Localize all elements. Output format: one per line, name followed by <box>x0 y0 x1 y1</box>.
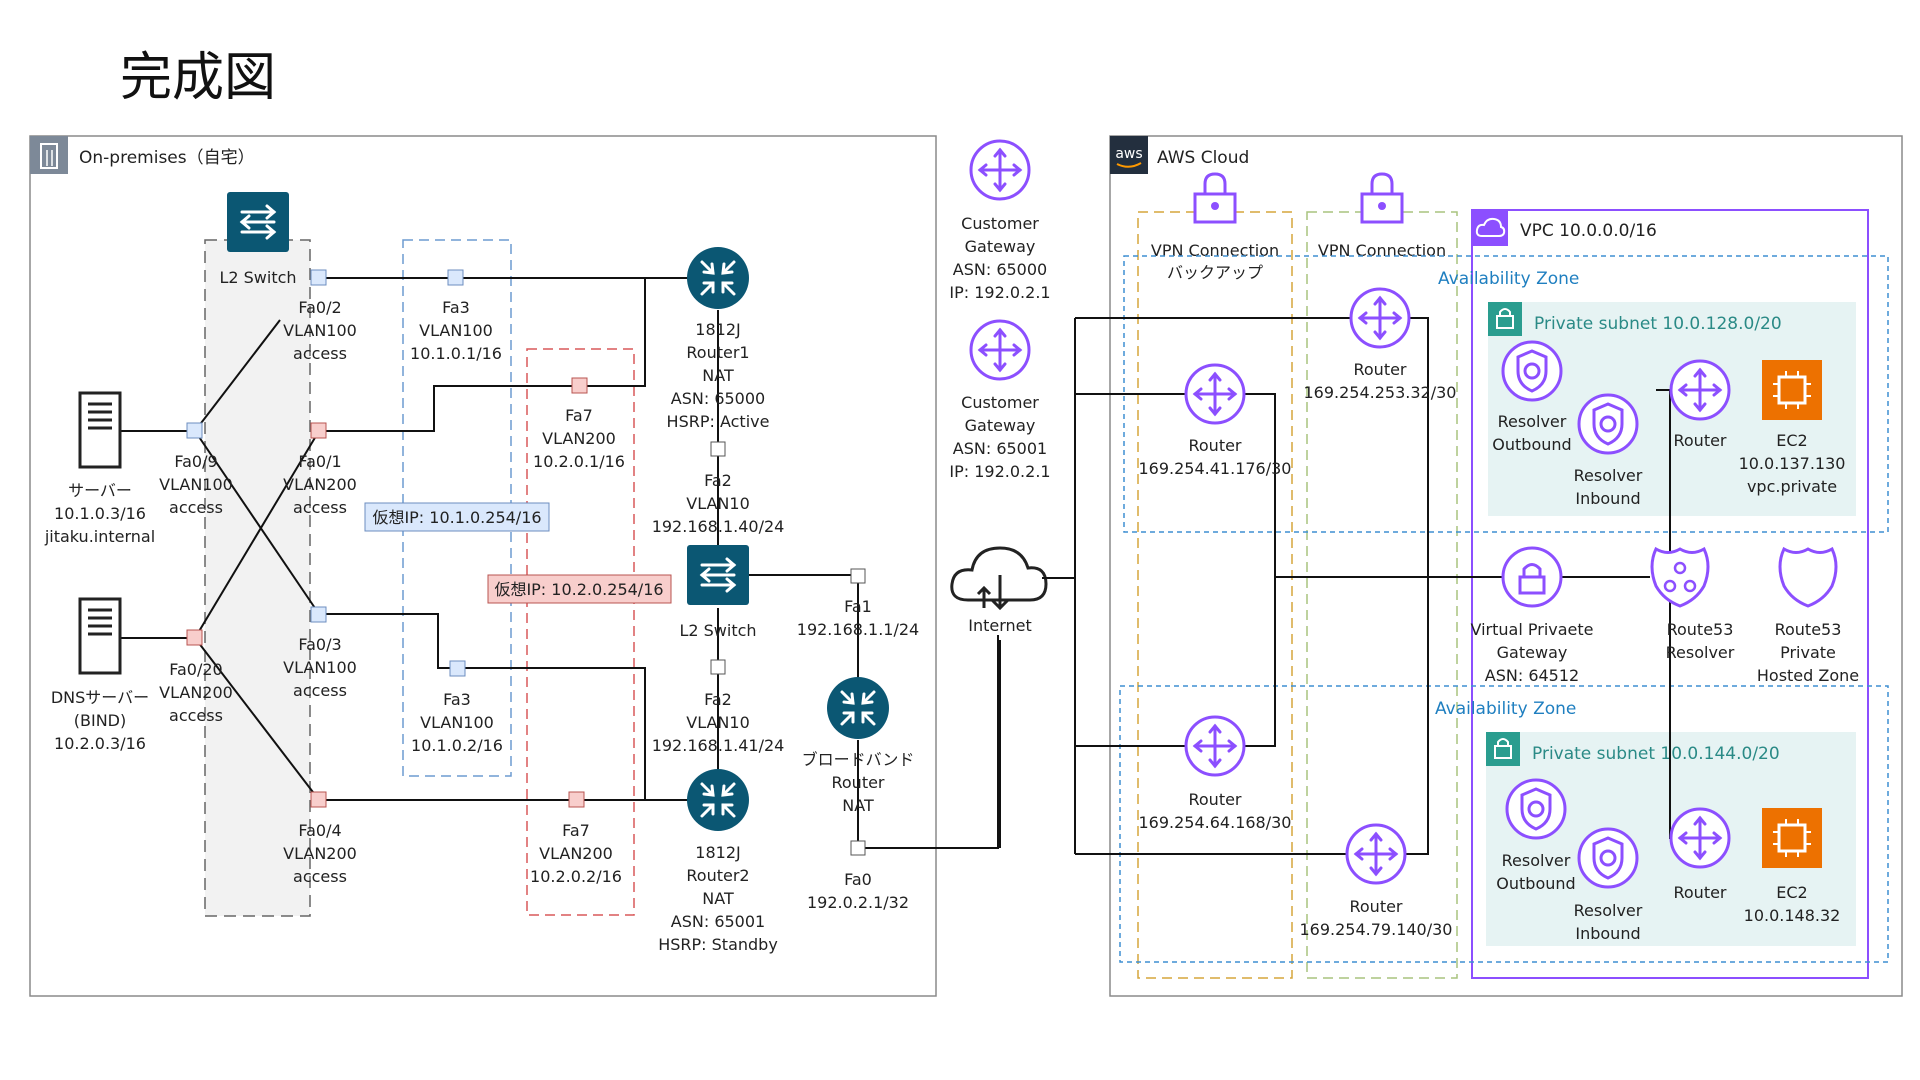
server-icon <box>78 597 122 675</box>
l2switch-top-label: L2 Switch <box>219 268 296 287</box>
aws-logo-icon: aws <box>1110 136 1148 174</box>
vpn-gateway-icon <box>1501 546 1563 608</box>
building-icon <box>30 136 68 174</box>
route53-icon <box>1650 546 1710 608</box>
az1-label: Availability Zone <box>1438 269 1579 289</box>
vpc-router-icon <box>1345 823 1407 885</box>
internet-cloud-icon <box>950 546 1048 611</box>
server-icon <box>78 391 122 469</box>
l2switch-mid-label: L2 Switch <box>679 621 756 640</box>
customer-gateway-icon <box>969 139 1031 201</box>
ports <box>186 269 866 856</box>
vip2-box <box>487 574 672 604</box>
vpc-router-icon <box>1669 359 1731 421</box>
vpc-router1-label: Router <box>1673 431 1726 450</box>
ec2-chip-icon <box>1760 806 1824 870</box>
router-icon <box>825 675 891 741</box>
onprem-label: On-premises（自宅） <box>79 148 255 168</box>
resolver-icon <box>1505 778 1567 840</box>
vpc-router-icon <box>1669 807 1731 869</box>
page-title: 完成図 <box>120 48 276 108</box>
router-icon <box>685 767 751 833</box>
onprem-group <box>29 135 937 997</box>
az1-group <box>1123 255 1889 533</box>
svg-text:aws: aws <box>1115 146 1142 162</box>
vpc-router-icon <box>1349 287 1411 349</box>
resolver-icon <box>1577 393 1639 455</box>
vip2-label: 仮想IP: 10.2.0.254/16 <box>494 580 663 599</box>
cloud-icon <box>1472 210 1508 246</box>
vpc-router-icon <box>1184 363 1246 425</box>
dns-label: DNSサーバー(BIND)10.2.0.3/16 <box>51 688 149 753</box>
route53-icon <box>1778 546 1838 608</box>
lock-icon <box>1488 302 1522 336</box>
vip1-label: 仮想IP: 10.1.0.254/16 <box>372 508 541 527</box>
switch-icon <box>685 543 751 607</box>
vpc-group <box>1471 209 1869 979</box>
subnet2-label: Private subnet 10.0.144.0/20 <box>1532 744 1780 764</box>
vpc-router-icon <box>1184 715 1246 777</box>
lock-icon <box>1486 732 1520 766</box>
onprem-links <box>85 277 999 849</box>
subnet1-label: Private subnet 10.0.128.0/20 <box>1534 314 1782 334</box>
vpn-backup-column <box>1137 211 1293 979</box>
router-icon <box>685 245 751 311</box>
resolver-icon <box>1501 340 1563 402</box>
resolver-icon <box>1577 827 1639 889</box>
aws-label: AWS Cloud <box>1157 148 1249 168</box>
vpc-router2-label: Router <box>1673 883 1726 902</box>
switch-icon <box>225 190 291 254</box>
vpc-label: VPC 10.0.0.0/16 <box>1520 221 1657 241</box>
customer-gateway-icon <box>969 319 1031 381</box>
internet-label: Internet <box>968 616 1032 635</box>
vip1-box <box>364 502 550 532</box>
az2-label: Availability Zone <box>1435 699 1576 719</box>
vlan200-box <box>526 348 635 916</box>
vpn-column <box>1306 211 1458 979</box>
vpn-label: VPN Connection <box>1318 241 1446 260</box>
ec2-chip-icon <box>1760 358 1824 422</box>
l2switch-area <box>204 239 311 917</box>
